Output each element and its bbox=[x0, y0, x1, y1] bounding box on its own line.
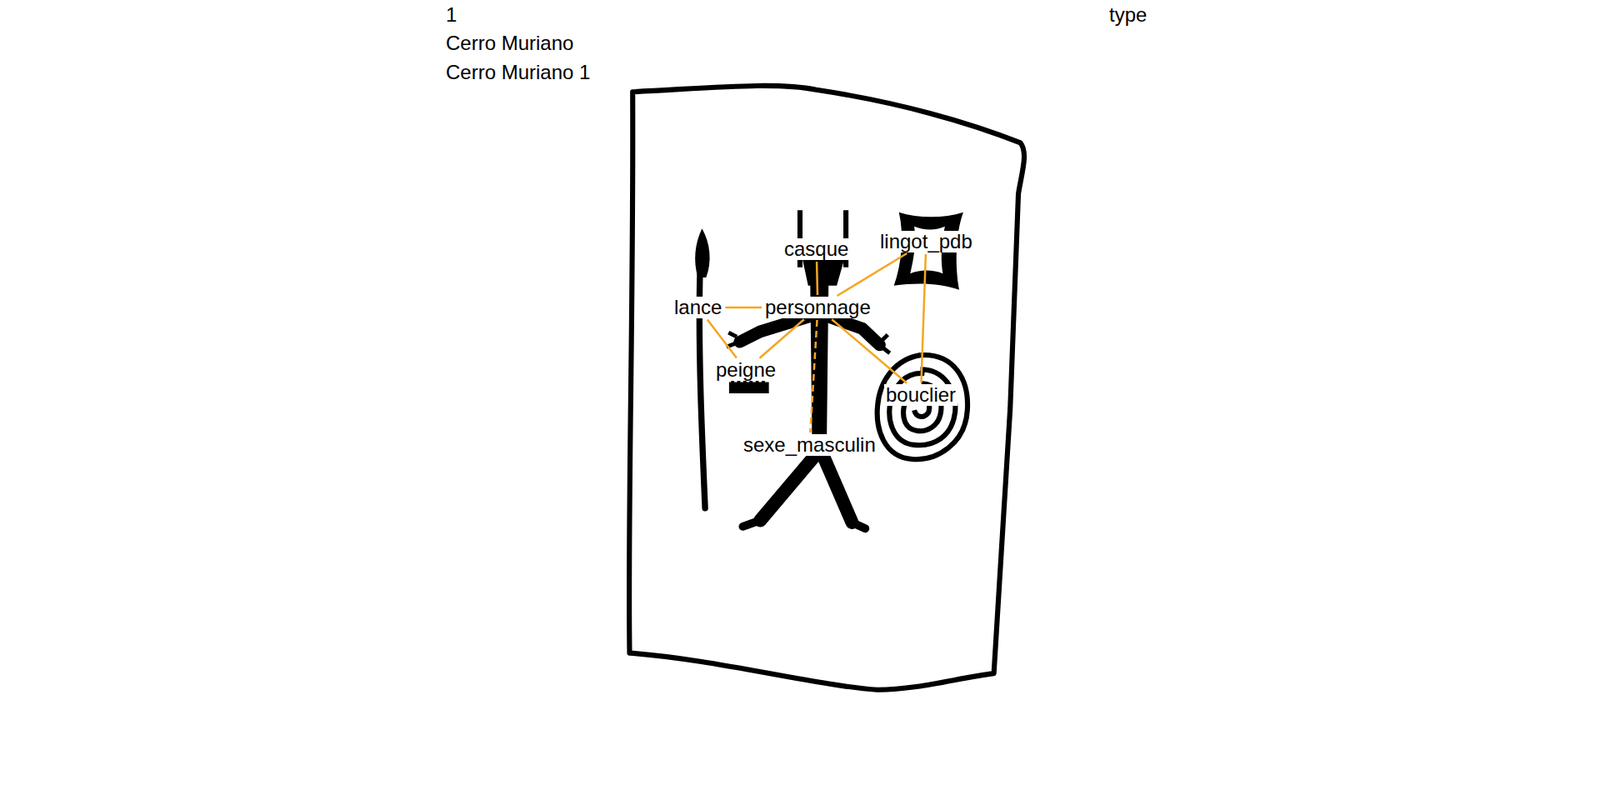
annotation-text: casque bbox=[784, 237, 849, 260]
annotation-text: lance bbox=[674, 295, 722, 319]
record-label: Cerro Muriano 1 bbox=[445, 60, 590, 85]
annotation-label: lance bbox=[672, 296, 724, 319]
relation-line bbox=[725, 306, 762, 310]
feet bbox=[742, 520, 865, 529]
arms bbox=[740, 314, 880, 345]
legs bbox=[760, 454, 852, 523]
spear-head bbox=[695, 228, 710, 278]
annotation-text: personnage bbox=[765, 295, 871, 319]
hands bbox=[726, 332, 890, 353]
record-label: Cerro Muriano bbox=[445, 31, 574, 55]
annotation-text: peigne bbox=[715, 358, 776, 381]
type-label: type bbox=[1109, 3, 1147, 27]
relation-line bbox=[921, 254, 926, 383]
annotation-label: casque bbox=[782, 238, 850, 260]
annotation-text: bouclier bbox=[885, 383, 956, 406]
relation-line bbox=[760, 319, 805, 358]
annotation-text: lingot_pdb bbox=[880, 230, 973, 253]
stele-outline bbox=[629, 85, 1025, 690]
relation-line bbox=[810, 320, 817, 433]
annotation-label: peigne bbox=[714, 359, 778, 381]
annotation-label: sexe_masculin bbox=[741, 434, 878, 456]
record-label: 1 bbox=[445, 3, 457, 27]
relation-line bbox=[707, 320, 737, 359]
annotation-label: lingot_pdb bbox=[878, 230, 975, 253]
relation-line bbox=[831, 319, 907, 383]
annotation-label: personnage bbox=[763, 296, 873, 319]
annotation-text: sexe_masculin bbox=[743, 433, 876, 456]
relation-line bbox=[815, 261, 819, 295]
annotation-label: bouclier bbox=[884, 384, 958, 406]
